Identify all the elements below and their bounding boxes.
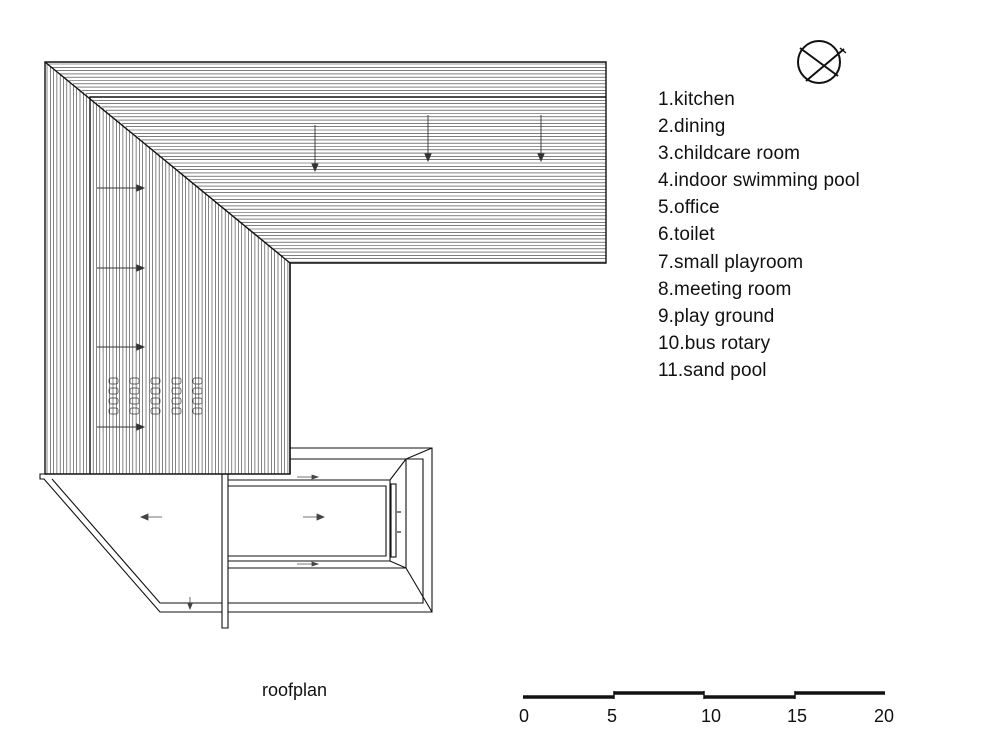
legend-item: 7.small playroom — [658, 251, 804, 273]
skylight — [129, 377, 140, 385]
skylight — [150, 377, 161, 385]
roof-hatch-horizontal — [45, 63, 606, 263]
scale-label-20: 20 — [873, 706, 895, 726]
slope-arrows-lower — [139, 474, 326, 611]
slope-arrows-top — [311, 115, 545, 173]
slope-arrows-left — [97, 184, 146, 431]
legend-item: 10.bus rotary — [658, 332, 771, 354]
skylight — [171, 377, 182, 385]
scale-label-5: 5 — [606, 706, 618, 726]
skylight — [150, 397, 161, 405]
skylight — [108, 407, 119, 415]
skylight — [150, 407, 161, 415]
skylight — [129, 407, 140, 415]
skylight — [129, 387, 140, 395]
skylight — [192, 397, 203, 405]
legend-item: 2.dining — [658, 116, 726, 138]
skylight — [171, 397, 182, 405]
skylight — [129, 397, 140, 405]
drawing-caption: roofplan — [262, 680, 328, 700]
skylight — [192, 377, 203, 385]
skylight — [108, 377, 119, 385]
lower-building — [39, 447, 433, 629]
scale-label-15: 15 — [786, 706, 808, 726]
scale-bar — [523, 691, 885, 699]
legend-item: 11.sand pool — [658, 359, 767, 381]
scale-label-0: 0 — [518, 706, 530, 726]
north-arrow-icon — [797, 40, 847, 84]
legend-item: 4.indoor swimming pool — [658, 170, 860, 192]
legend-item: 3.childcare room — [658, 143, 801, 165]
legend-item: 1.kitchen — [658, 89, 735, 110]
room-legend: 1.kitchen 2.dining 3.childcare room 4.in… — [658, 86, 860, 384]
skylight — [171, 387, 182, 395]
skylight — [108, 387, 119, 395]
skylight — [192, 387, 203, 395]
skylight — [171, 407, 182, 415]
skylight — [150, 387, 161, 395]
legend-item: 9.play ground — [658, 305, 775, 327]
legend-item: 8.meeting room — [658, 278, 792, 300]
skylight — [192, 407, 203, 415]
legend-item: 6.toilet — [658, 224, 715, 246]
scale-label-10: 10 — [700, 706, 722, 726]
skylight — [108, 397, 119, 405]
legend-item: 5.office — [658, 197, 720, 219]
skylight-grid — [108, 377, 203, 415]
roof-hatch-vertical — [46, 62, 289, 474]
